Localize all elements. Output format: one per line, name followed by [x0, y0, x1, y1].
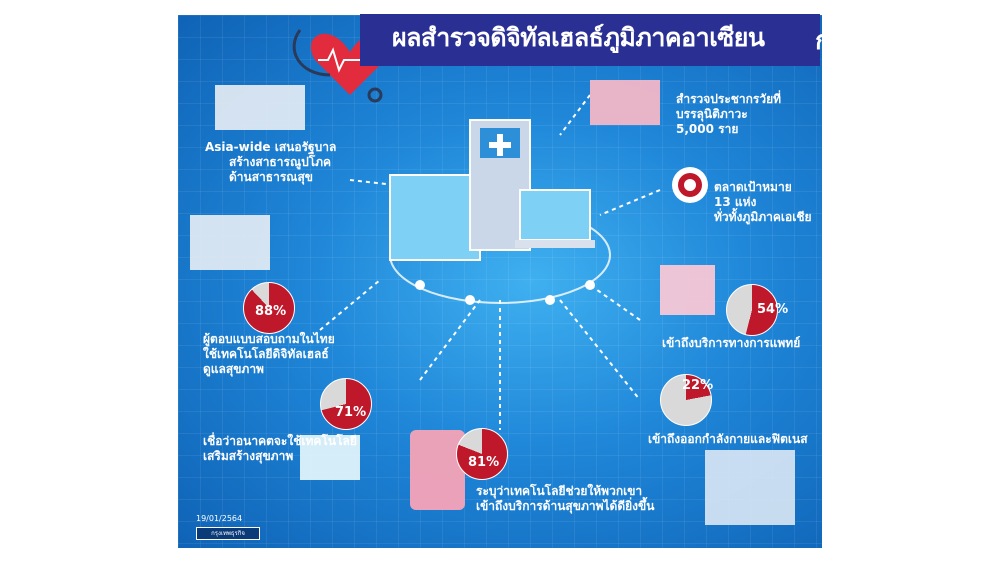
stat-22-line1: เข้าถึงออกกำลังกายและฟิตเนส: [648, 432, 808, 446]
markets-text: ตลาดเป้าหมาย 13 แห่ง ทั่วทั้งภูมิภาคเอเช…: [714, 180, 812, 225]
stat-54-text: เข้าถึงบริการทางการแพทย์: [662, 336, 800, 351]
doctor-tablet-illustration: [660, 265, 715, 315]
stat-54-line1: เข้าถึงบริการทางการแพทย์: [662, 336, 801, 350]
health-devices-illustration: [190, 215, 270, 270]
pie-chart-88: [243, 282, 295, 334]
stat-81-text: ระบุว่าเทคโนโลยีช่วยให้พวกเขา เข้าถึงบริ…: [476, 484, 654, 514]
stat-54-value: 54%: [757, 302, 789, 317]
brand-name: กรุงเทพธุรกิจ: [815, 26, 962, 56]
stat-88-text: ผู้ตอบแบบสอบถามในไทย ใช้เทคโนโลยีดิจิทัล…: [203, 332, 335, 377]
page-title: ผลสำรวจดิจิทัลเฮลธ์ภูมิภาคอาเซียน: [392, 23, 765, 52]
meeting-illustration: [215, 85, 305, 130]
stat-88-line3: ดูแลสุขภาพ: [203, 362, 264, 376]
pie-chart-54: [726, 284, 778, 336]
pie-chart-22: [660, 374, 712, 426]
survey-line2: บรรลุนิติภาวะ: [676, 107, 748, 121]
stat-81-line1: ระบุว่าเทคโนโลยีช่วยให้พวกเขา: [476, 484, 643, 498]
stat-71-value: 71%: [335, 405, 367, 420]
survey-line1: สำรวจประชากรวัยที่: [676, 92, 782, 106]
markets-line1: ตลาดเป้าหมาย: [714, 180, 792, 194]
stat-71-text: เชื่อว่าอนาคตจะใช้เทคโนโลยี เสริมสร้างสุ…: [203, 434, 357, 464]
smartphone-hand-illustration: [410, 430, 465, 510]
stat-81-line2: เข้าถึงบริการด้านสุขภาพได้ดียิ่งขึ้น: [476, 499, 655, 513]
exercise-machine-illustration: [705, 450, 795, 525]
asia-wide-line2: สร้างสาธารณูปโภค: [229, 155, 332, 169]
markets-line2: 13 แห่ง: [714, 195, 757, 209]
stat-88-value: 88%: [255, 304, 287, 319]
publish-date: 19/01/2564: [196, 514, 243, 523]
survey-illustration: [590, 80, 660, 125]
central-device-illustration: [389, 119, 595, 261]
asia-wide-line1: Asia-wide เสนอรัฐบาล: [205, 140, 337, 154]
stat-71-line1: เชื่อว่าอนาคตจะใช้เทคโนโลยี: [203, 434, 357, 448]
publisher-logo: กรุงเทพธุรกิจ: [196, 527, 260, 540]
survey-text: สำรวจประชากรวัยที่ บรรลุนิติภาวะ 5,000 ร…: [676, 92, 781, 137]
tablet-chart-illustration: [300, 435, 360, 480]
stat-22-text: เข้าถึงออกกำลังกายและฟิตเนส: [648, 432, 808, 447]
pie-chart-81: [456, 428, 508, 480]
stat-88-line2: ใช้เทคโนโลยีดิจิทัลเฮลธ์: [203, 347, 329, 361]
stat-22-value: 22%: [682, 378, 714, 393]
stat-71-line2: เสริมสร้างสุขภาพ: [203, 449, 294, 463]
survey-line3: 5,000 ราย: [676, 122, 739, 136]
pie-chart-71: [320, 378, 372, 430]
markets-line3: ทั่วทั้งภูมิภาคเอเชีย: [714, 210, 812, 224]
stat-88-line1: ผู้ตอบแบบสอบถามในไทย: [203, 332, 335, 346]
title-bar: [360, 14, 820, 66]
stat-81-value: 81%: [468, 455, 500, 470]
asia-wide-line3: ด้านสาธารณสุข: [229, 170, 313, 184]
asia-wide-text: Asia-wide เสนอรัฐบาล สร้างสาธารณูปโภค ด้…: [205, 140, 336, 185]
